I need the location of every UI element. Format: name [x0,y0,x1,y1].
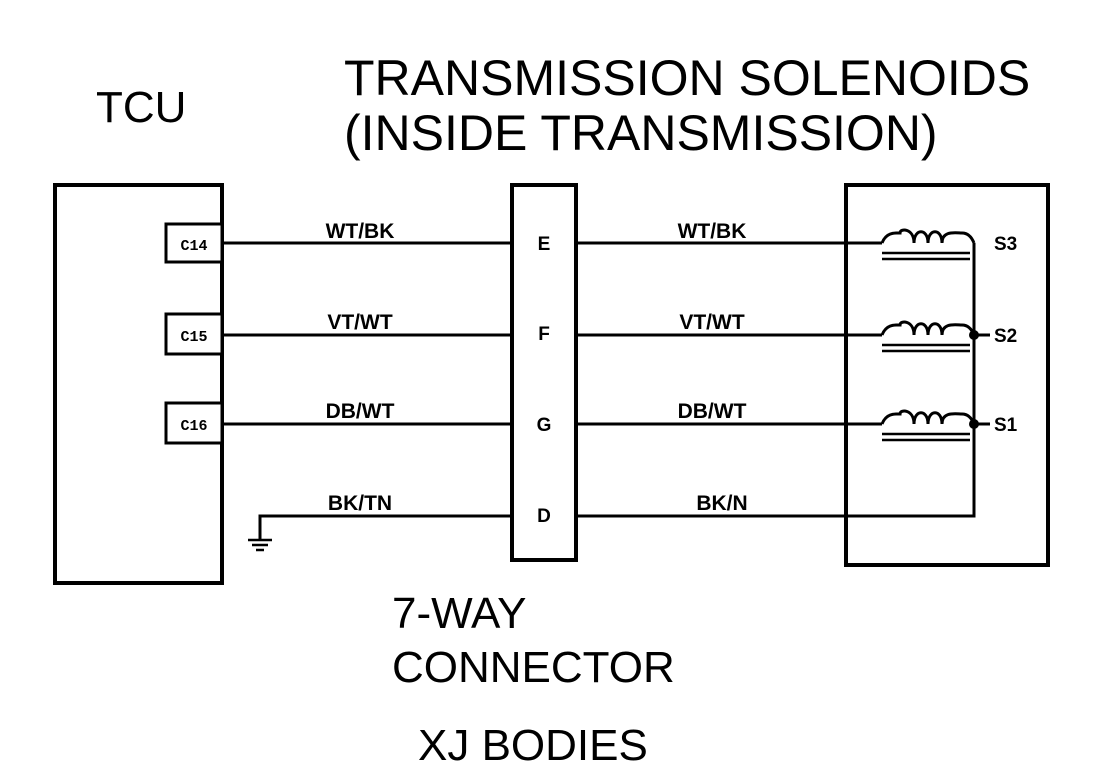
wire-label-right: WT/BK [678,220,747,243]
tcu-pin-label: C15 [180,329,207,346]
solenoid-label-s2: S2 [994,326,1017,347]
tcu-pin-label: C14 [180,238,207,255]
connector-pin-g: G [537,415,552,436]
wire-label-left: DB/WT [326,400,395,423]
wire-label-left: WT/BK [326,220,395,243]
connector-pin-e: E [538,234,551,255]
wire-label-right: BK/N [696,492,747,515]
connector-label-line1: 7-WAY [392,589,526,638]
junction-dot-s1 [969,419,979,429]
solenoid-box [844,183,1050,567]
ground-icon [248,538,272,552]
junction-dot-s2 [969,330,979,340]
caption: XJ BODIES [418,721,648,770]
solenoid-s3-coil-icon [880,228,976,261]
solenoid-s1-coil-icon [880,409,976,442]
connector-pin-d: D [537,506,551,527]
tcu-pin-label: C16 [180,418,207,435]
wire-d-common [576,243,976,518]
wire-label-left: VT/WT [327,311,392,334]
connector-label-line2: CONNECTOR [392,643,675,692]
solenoid-label-s3: S3 [994,234,1017,255]
wire-label-right: DB/WT [678,400,747,423]
tcu-pin-c15: C15 [164,312,224,356]
tcu-pin-c16: C16 [164,401,224,445]
tcu-box [53,183,224,585]
tcu-pin-c14: C14 [164,222,224,264]
tcu-label: TCU [96,83,186,132]
wire-ground-d [258,514,512,540]
wire-label-left: BK/TN [328,492,392,515]
solenoid-s2-coil-icon [880,320,976,353]
wire-label-right: VT/WT [679,311,744,334]
connector-box [510,183,578,562]
solenoids-title-line1: TRANSMISSION SOLENOIDS [344,50,1030,106]
connector-pin-f: F [538,324,550,345]
solenoid-label-s1: S1 [994,415,1018,436]
solenoids-title-line2: (INSIDE TRANSMISSION) [344,105,938,161]
